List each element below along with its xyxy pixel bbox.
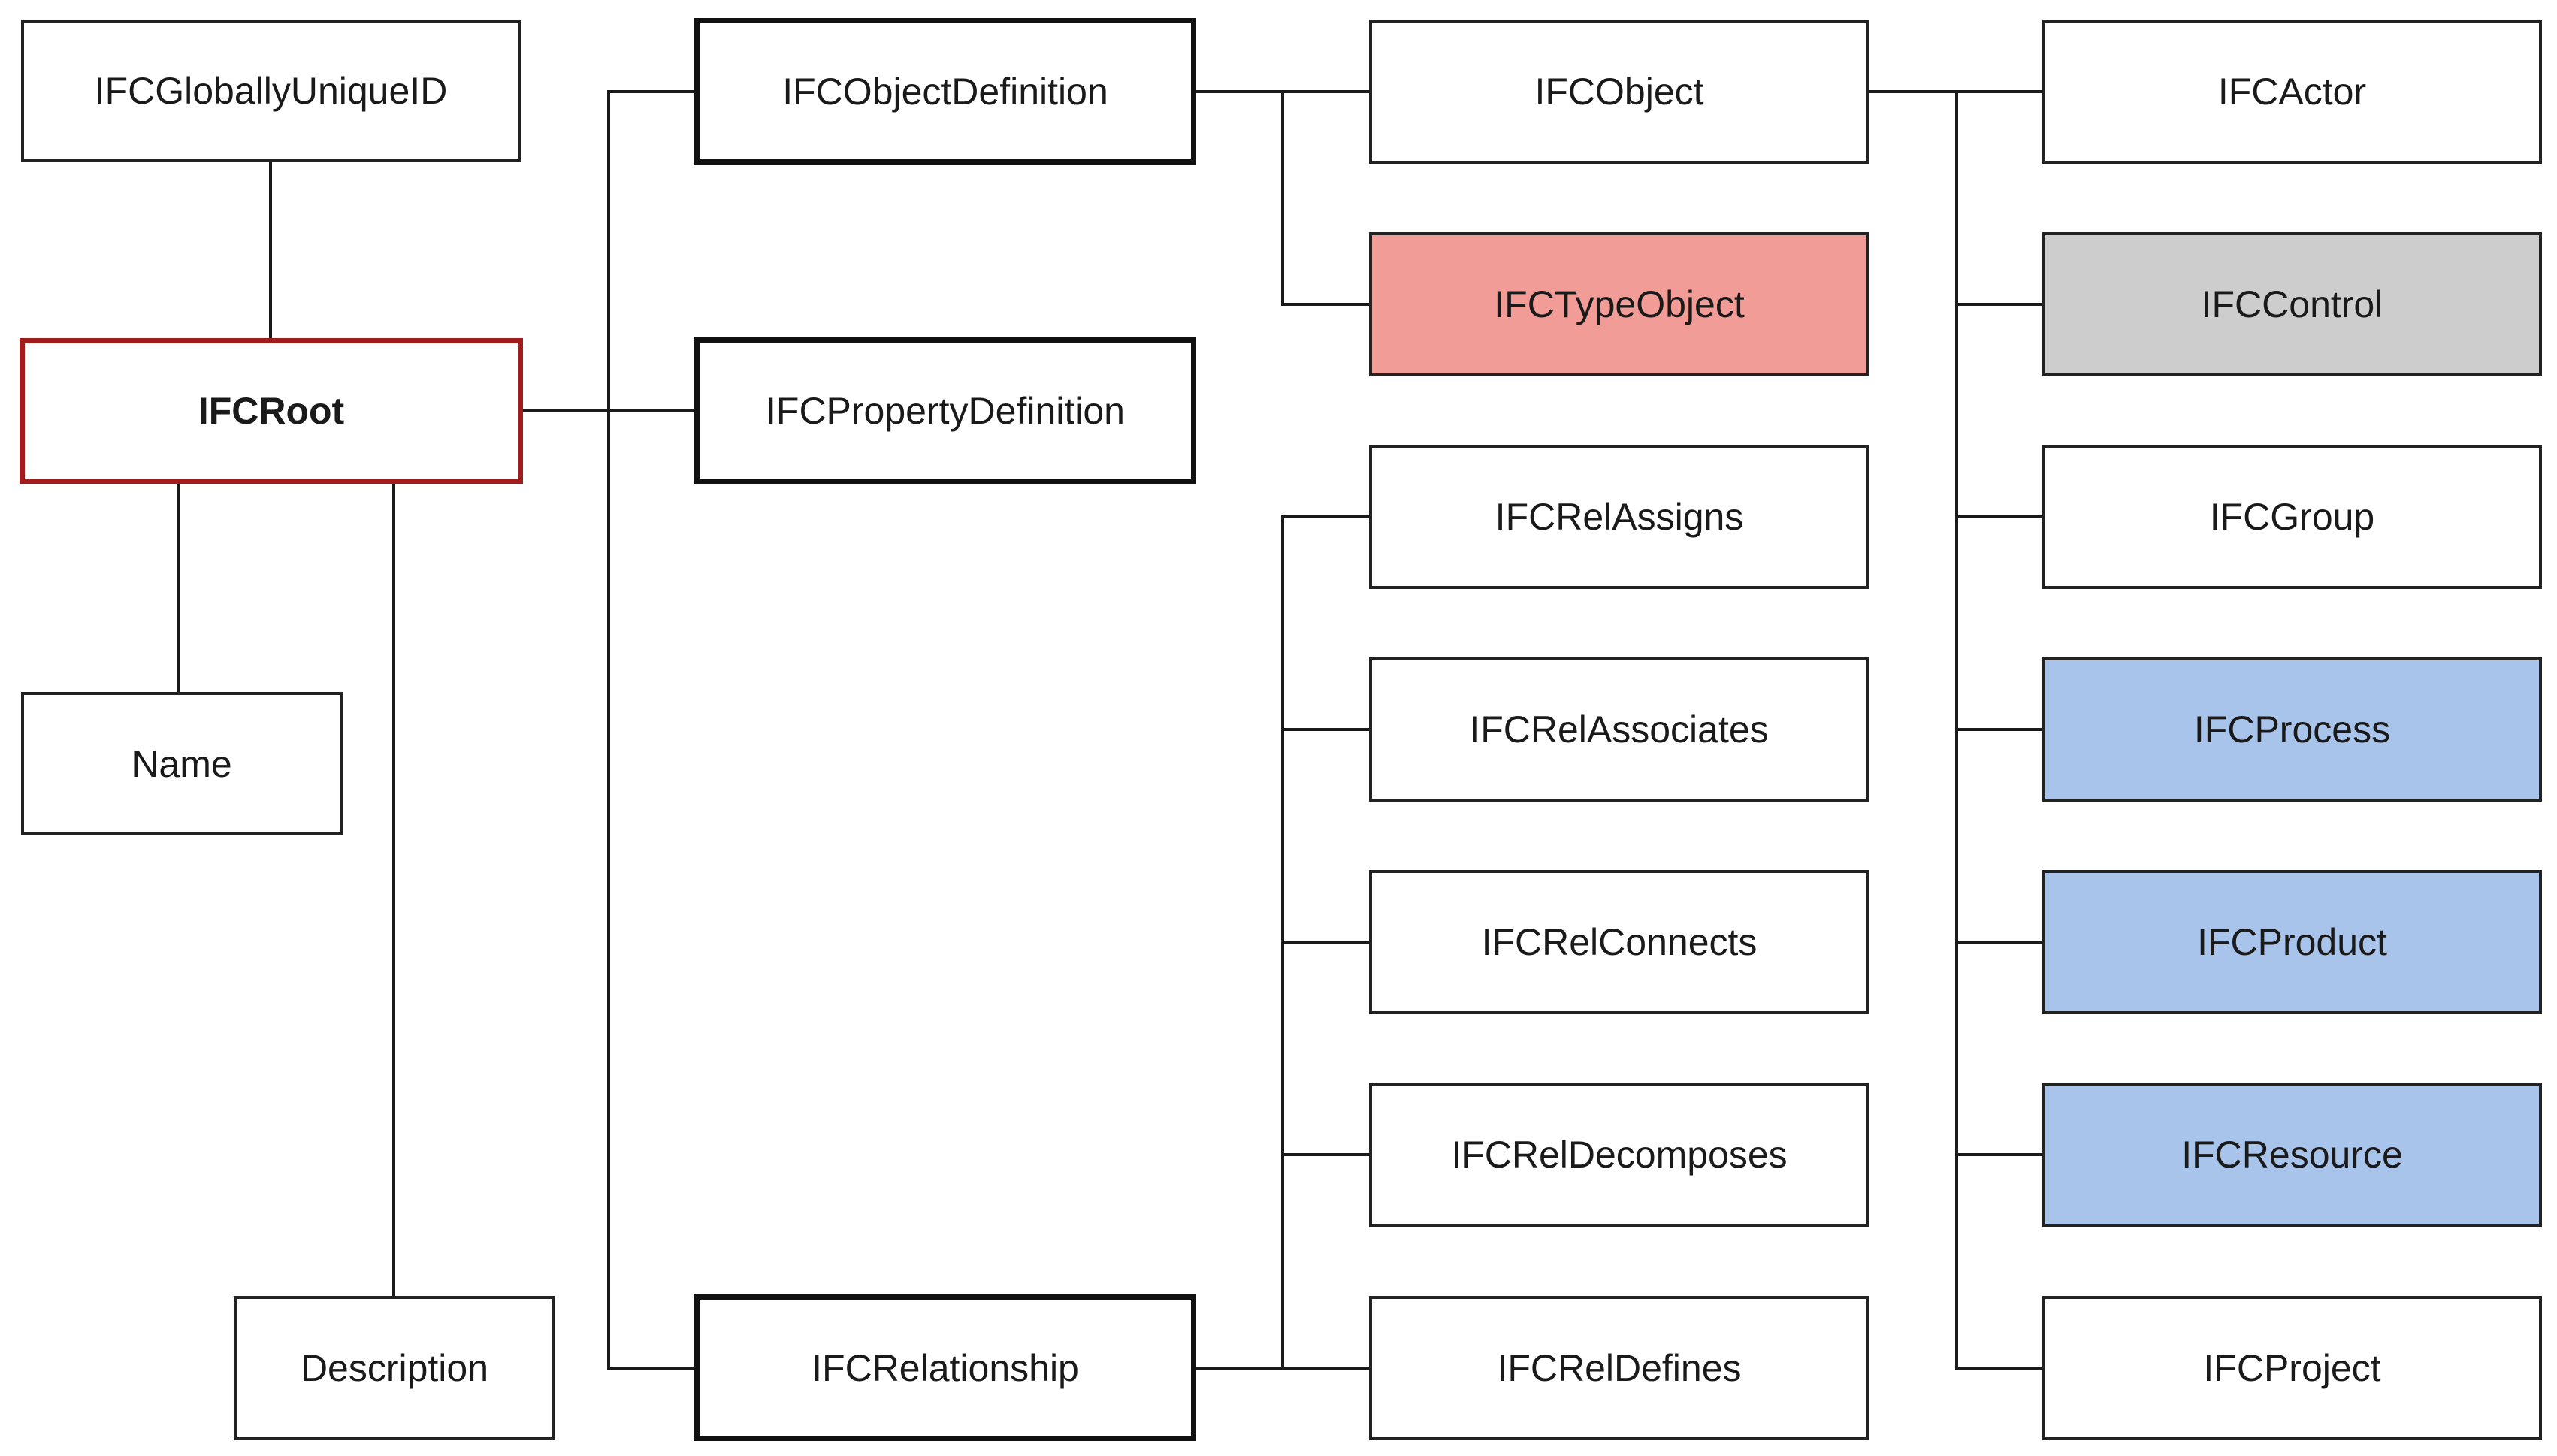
node-ifc-project: IFCProject bbox=[2042, 1296, 2542, 1440]
node-ifc-globally-unique-id: IFCGloballyUniqueID bbox=[21, 20, 521, 162]
node-ifc-object-definition: IFCObjectDefinition bbox=[694, 18, 1196, 165]
node-ifc-rel-decomposes: IFCRelDecomposes bbox=[1369, 1083, 1869, 1227]
node-ifc-type-object: IFCTypeObject bbox=[1369, 232, 1869, 376]
node-ifc-relationship: IFCRelationship bbox=[694, 1294, 1196, 1441]
node-ifc-process: IFCProcess bbox=[2042, 657, 2542, 802]
node-ifc-rel-defines: IFCRelDefines bbox=[1369, 1296, 1869, 1440]
node-ifc-product: IFCProduct bbox=[2042, 870, 2542, 1014]
node-ifc-root: IFCRoot bbox=[20, 338, 523, 484]
node-ifc-actor: IFCActor bbox=[2042, 20, 2542, 164]
node-description: Description bbox=[234, 1296, 555, 1440]
node-ifc-control: IFCControl bbox=[2042, 232, 2542, 376]
node-ifc-group: IFCGroup bbox=[2042, 445, 2542, 589]
node-ifc-resource: IFCResource bbox=[2042, 1083, 2542, 1227]
node-name: Name bbox=[21, 692, 343, 835]
node-ifc-object: IFCObject bbox=[1369, 20, 1869, 164]
node-ifc-rel-connects: IFCRelConnects bbox=[1369, 870, 1869, 1014]
node-ifc-rel-assigns: IFCRelAssigns bbox=[1369, 445, 1869, 589]
node-ifc-rel-associates: IFCRelAssociates bbox=[1369, 657, 1869, 802]
node-ifc-property-definition: IFCPropertyDefinition bbox=[694, 337, 1196, 484]
